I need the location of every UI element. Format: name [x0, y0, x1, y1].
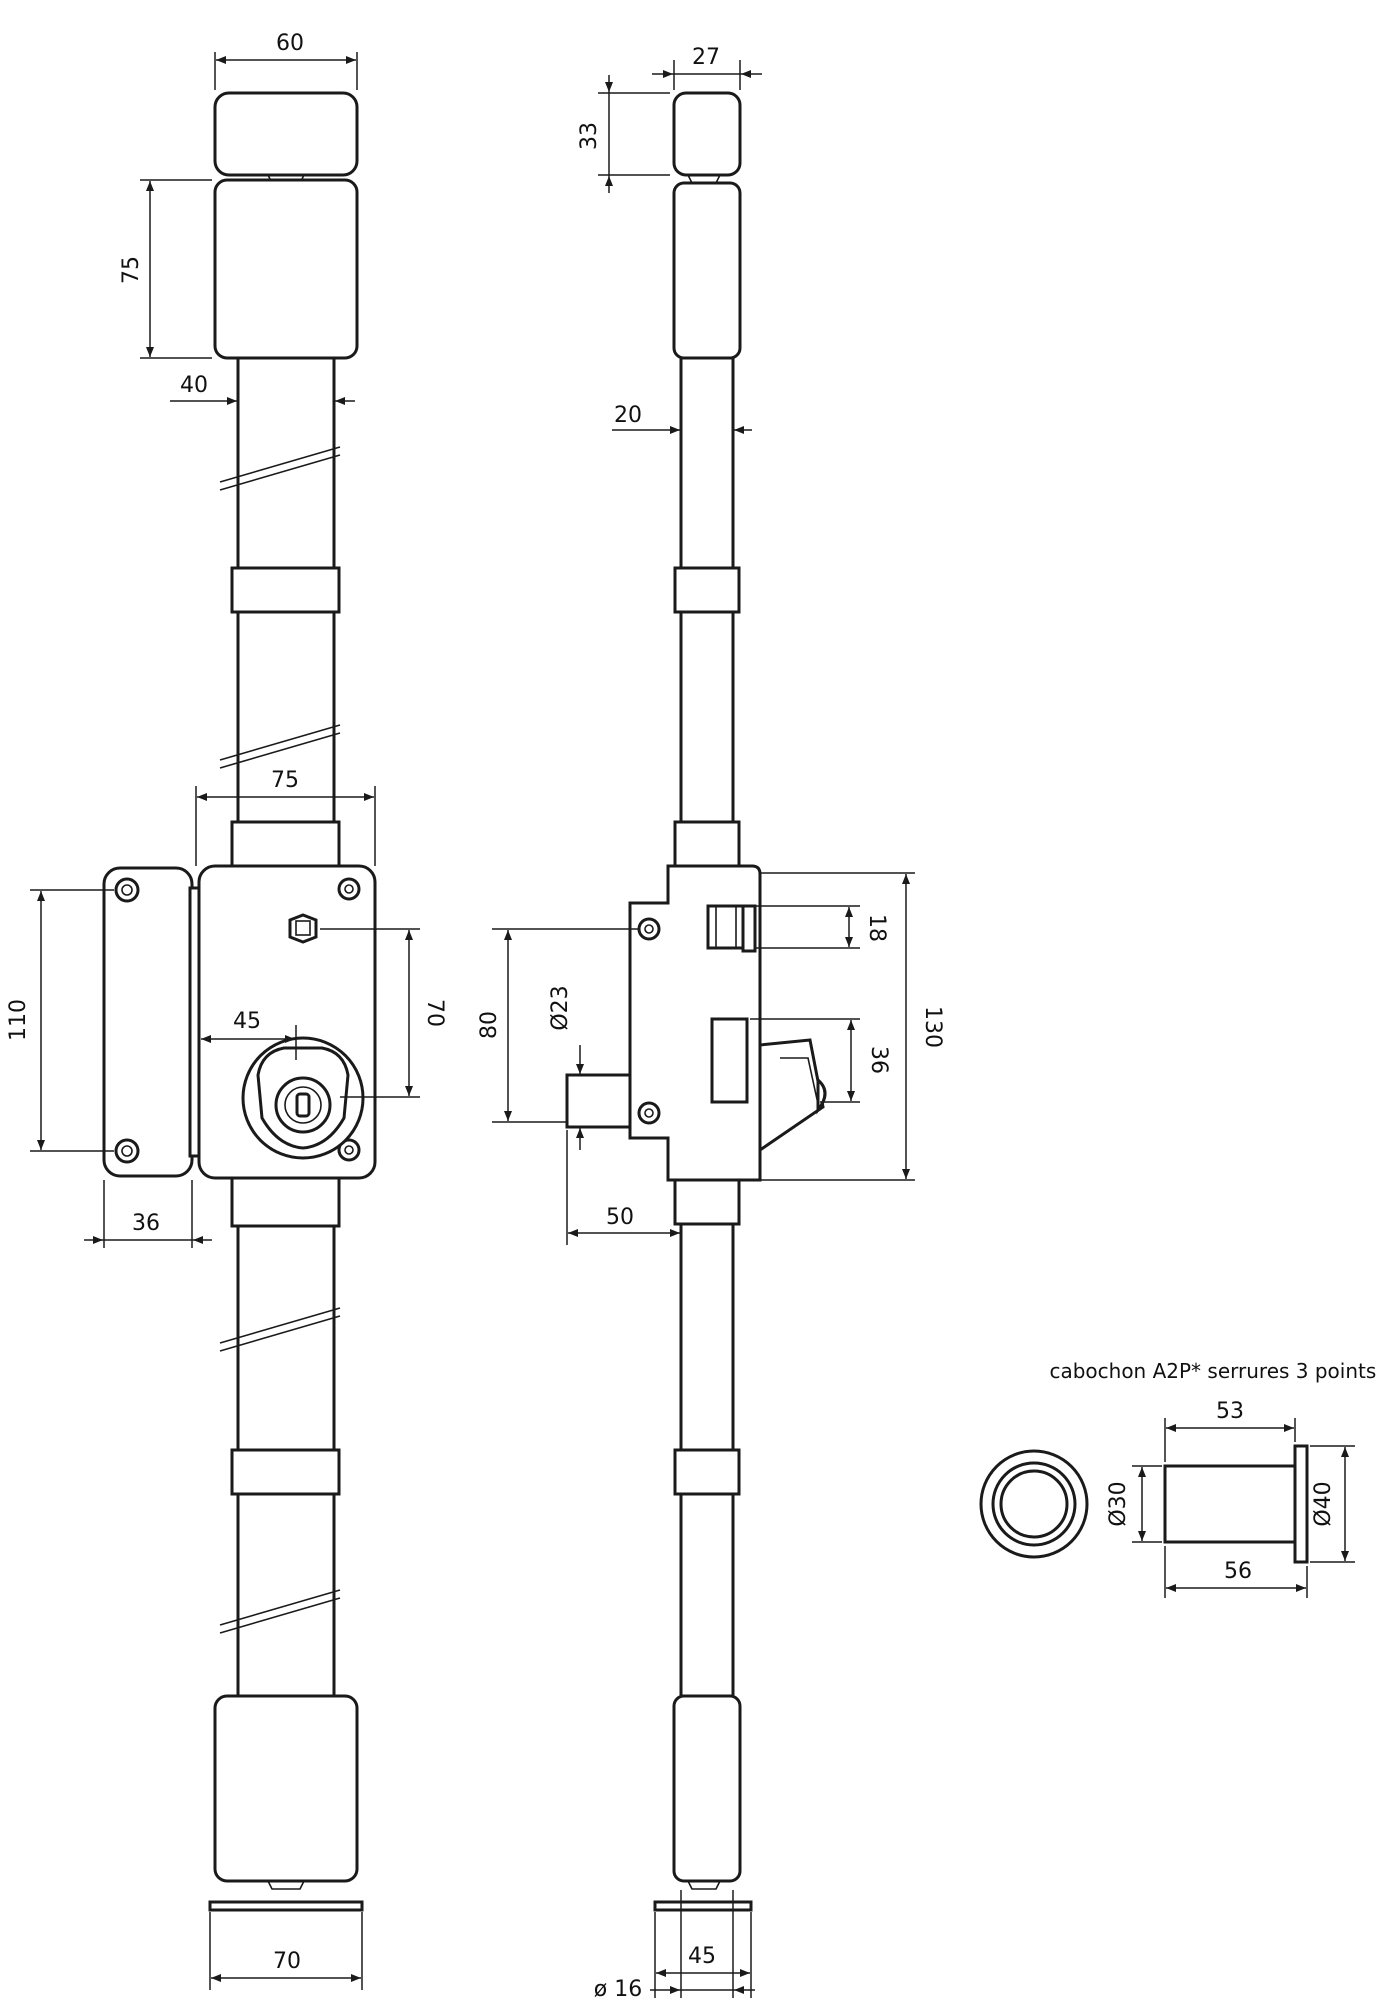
dim-cabochon-length-bottom: 56 [1224, 1559, 1252, 1584]
front-upper-rod-sleeve [230, 566, 341, 614]
front-view [102, 91, 377, 1912]
side-latch [706, 904, 746, 950]
dimension-lines [30, 52, 1355, 1998]
dim-cabochon-inner-diameter: Ø30 [1106, 1481, 1131, 1526]
dim-side-handle-height: 36 [866, 1046, 891, 1074]
dim-side-top-cap-height: 33 [577, 122, 602, 150]
dim-front-striker-height: 110 [6, 999, 31, 1041]
dim-side-bolt-projection: 50 [606, 1205, 634, 1230]
dim-front-top-housing-height: 75 [119, 256, 144, 284]
dim-front-top-cap-width: 60 [276, 31, 304, 56]
side-bottom-joint [687, 1880, 721, 1890]
screw-icon [114, 1138, 140, 1164]
front-bottom-joint [267, 1880, 305, 1890]
dim-side-top-cap-width: 27 [692, 45, 720, 70]
break-mark [219, 724, 341, 769]
front-top-cap [213, 91, 359, 177]
break-mark [219, 1307, 341, 1352]
side-bolt [565, 1073, 632, 1129]
side-handle-tip [816, 1076, 827, 1115]
dim-front-rod-width: 40 [180, 373, 208, 398]
dim-side-bolt-height: 80 [477, 1011, 502, 1039]
side-upper-rod [679, 356, 735, 872]
screw-icon [337, 1138, 361, 1162]
dim-front-bottom-plate-width: 70 [273, 1949, 301, 1974]
side-top-cap [672, 91, 742, 177]
front-striker-plate [102, 866, 194, 1178]
screw-icon [637, 1101, 661, 1125]
dim-front-key-offset: 45 [233, 1009, 261, 1034]
dimension-labels: 60 75 40 75 110 45 70 36 70 27 33 20 18 … [6, 31, 1379, 2000]
side-latch-plate [741, 904, 757, 953]
square-drive-icon [288, 913, 318, 944]
side-top-housing [672, 181, 742, 360]
front-bottom-plate [208, 1900, 364, 1912]
side-slot [710, 1017, 749, 1104]
cabochon-view [979, 1444, 1309, 1564]
cabochon-body [1163, 1464, 1297, 1544]
side-view [565, 91, 827, 1912]
dim-front-cylinder-height: 70 [422, 999, 447, 1027]
front-rod-collar-top [230, 820, 341, 868]
side-bottom-housing [672, 1694, 742, 1883]
side-bottom-plate [653, 1900, 753, 1912]
dim-side-bottom-plate-width: 45 [688, 1944, 716, 1969]
side-handle-detail [780, 1057, 819, 1105]
side-rod-collar-bottom [673, 1178, 741, 1226]
side-upper-rod-sleeve [673, 566, 741, 614]
dim-side-case-height: 130 [920, 1006, 945, 1048]
front-lower-rod-sleeve [230, 1448, 341, 1496]
cabochon-flange [1293, 1444, 1309, 1564]
side-latch-inner [715, 905, 737, 949]
front-rod-collar-bottom [230, 1176, 341, 1228]
side-lower-rod-sleeve [673, 1448, 741, 1496]
break-mark [219, 446, 341, 491]
side-handle [758, 1038, 825, 1153]
side-rod-collar-top [673, 820, 741, 868]
dim-side-bolt-diameter: Ø23 [548, 985, 573, 1030]
dim-side-rod-width: 20 [614, 403, 642, 428]
dim-cabochon-length-top: 53 [1216, 1399, 1244, 1424]
dim-cabochon-outer-diameter: Ø40 [1311, 1481, 1336, 1526]
cabochon-end-icon [979, 1449, 1089, 1559]
dim-side-rod-diameter: ø 16 [594, 1977, 642, 2000]
front-bottom-housing [213, 1694, 359, 1883]
screw-icon [337, 877, 361, 901]
dim-side-latch-height: 18 [864, 914, 889, 942]
front-top-housing [213, 178, 359, 360]
cylinder-icon [241, 1036, 365, 1160]
cabochon-caption: cabochon A2P* serrures 3 points CR [1049, 1359, 1379, 1383]
break-mark [219, 1589, 341, 1634]
dim-front-striker-width: 36 [132, 1211, 160, 1236]
screw-icon [114, 877, 140, 903]
screw-icon [637, 917, 661, 941]
dim-front-case-width: 75 [271, 768, 299, 793]
